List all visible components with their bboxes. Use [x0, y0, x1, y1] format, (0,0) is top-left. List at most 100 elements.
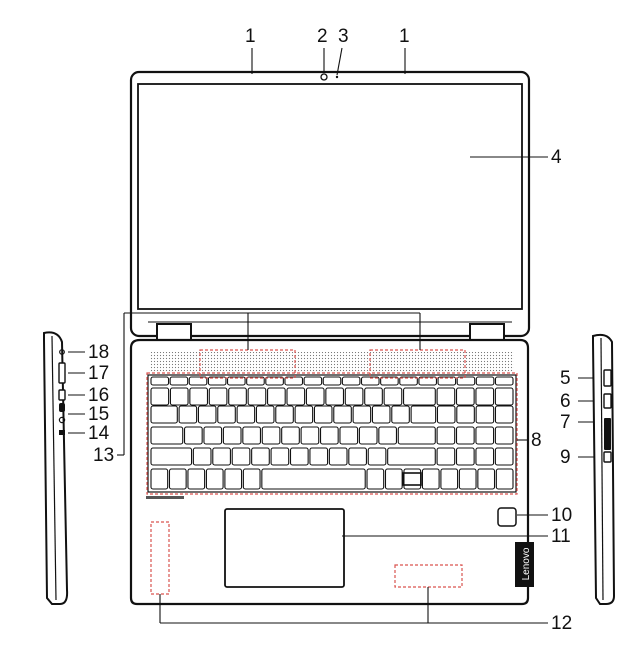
keyboard-key: [436, 447, 456, 466]
keyboard-key: [261, 468, 366, 490]
keyboard-key: [440, 468, 459, 490]
keyboard-key: [333, 405, 352, 424]
keyboard-key: [458, 468, 477, 490]
right-side-view: [592, 333, 616, 605]
callout-2: 2: [317, 26, 328, 47]
keyboard-key: [421, 468, 440, 490]
keyboard-key: [380, 376, 399, 386]
audio-jack-icon: [58, 416, 66, 424]
keyboard-key: [455, 387, 475, 406]
camera-light-icon: [335, 75, 339, 79]
keyboard-key: [242, 426, 262, 445]
keyboard-key: [284, 376, 304, 386]
keyboard-key: [475, 447, 495, 466]
fingerprint-reader-icon: [402, 472, 422, 486]
keyboard-key: [391, 405, 410, 424]
usb-c-port: [59, 403, 65, 412]
callout-7: 7: [560, 412, 571, 433]
keyboard-key: [397, 426, 436, 445]
callout-13: 13: [93, 445, 115, 466]
keyboard-key: [494, 376, 514, 386]
usb-port-right-1: [603, 369, 612, 387]
keyboard-key: [294, 405, 314, 424]
keyboard-key: [192, 447, 212, 466]
keyboard-key: [188, 376, 208, 386]
callout-11: 11: [551, 526, 571, 547]
keyboard-key: [178, 405, 198, 424]
keyboard-key: [313, 405, 333, 424]
keyboard-key: [436, 426, 456, 445]
display-lid: [129, 70, 531, 338]
power-connector: [59, 430, 65, 435]
keyboard-key: [275, 405, 294, 424]
hdmi-port: [58, 389, 66, 401]
keyboard-key: [309, 447, 329, 466]
callout-6: 6: [560, 391, 571, 412]
lock-slot: [603, 451, 612, 463]
speaker-box-right: [369, 349, 466, 379]
keyboard-key: [371, 405, 391, 424]
keyboard-key: [494, 447, 514, 466]
keyboard-key: [367, 447, 387, 466]
callout-17: 17: [88, 363, 110, 384]
keyboard-key: [364, 387, 383, 406]
keyboard-key: [150, 405, 178, 424]
keyboard-key: [403, 468, 422, 490]
keyboard-key: [418, 376, 438, 386]
display-screen: [137, 83, 523, 310]
speaker-grille: [150, 352, 514, 372]
keyboard-key: [455, 447, 475, 466]
keyboard-key: [150, 447, 193, 466]
keyboard: [150, 376, 514, 490]
keyboard-box: [146, 372, 518, 495]
callout-1-left: 1: [245, 26, 256, 47]
touchpad: [224, 508, 345, 588]
keyboard-key: [208, 387, 228, 406]
keyboard-key: [378, 426, 398, 445]
keyboard-key: [352, 405, 372, 424]
keyboard-key: [205, 468, 224, 490]
keyboard-key: [281, 426, 300, 445]
keyboard-key: [150, 426, 184, 445]
keyboard-key: [456, 376, 476, 386]
card-reader-slot: [604, 418, 611, 450]
keyboard-key: [187, 468, 206, 490]
keyboard-key: [242, 468, 261, 490]
camera-icon: [320, 73, 328, 81]
keyboard-key: [366, 468, 385, 490]
keyboard-key: [475, 405, 495, 424]
keyboard-key: [236, 405, 256, 424]
keyboard-key: [494, 405, 514, 424]
keyboard-key: [207, 376, 227, 386]
keyboard-key: [267, 387, 286, 406]
left-side-view: [43, 331, 69, 605]
keyboard-key: [289, 447, 309, 466]
callout-1-right: 1: [399, 26, 410, 47]
keyboard-key: [344, 387, 364, 406]
keyboard-key: [150, 468, 169, 490]
power-button: [497, 507, 517, 527]
novo-button-icon: [59, 349, 65, 355]
keyboard-key: [169, 387, 189, 406]
keyboard-key: [477, 468, 496, 490]
keyboard-key: [286, 387, 306, 406]
keyboard-key: [189, 387, 209, 406]
keyboard-key: [358, 426, 378, 445]
callout-10: 10: [551, 505, 573, 526]
keyboard-key: [475, 426, 495, 445]
keyboard-key: [387, 447, 436, 466]
keyboard-key: [261, 426, 281, 445]
keyboard-key: [224, 468, 243, 490]
keyboard-key: [228, 387, 247, 406]
keyboard-key: [339, 426, 359, 445]
callout-5: 5: [560, 368, 571, 389]
keyboard-key: [265, 376, 284, 386]
keyboard-key: [325, 387, 345, 406]
keyboard-key: [251, 447, 270, 466]
keyboard-key: [436, 405, 456, 424]
laptop-base: Lenovo: [129, 338, 534, 606]
keyboard-key: [231, 447, 251, 466]
keyboard-key: [436, 387, 456, 406]
keyboard-key: [494, 387, 514, 406]
